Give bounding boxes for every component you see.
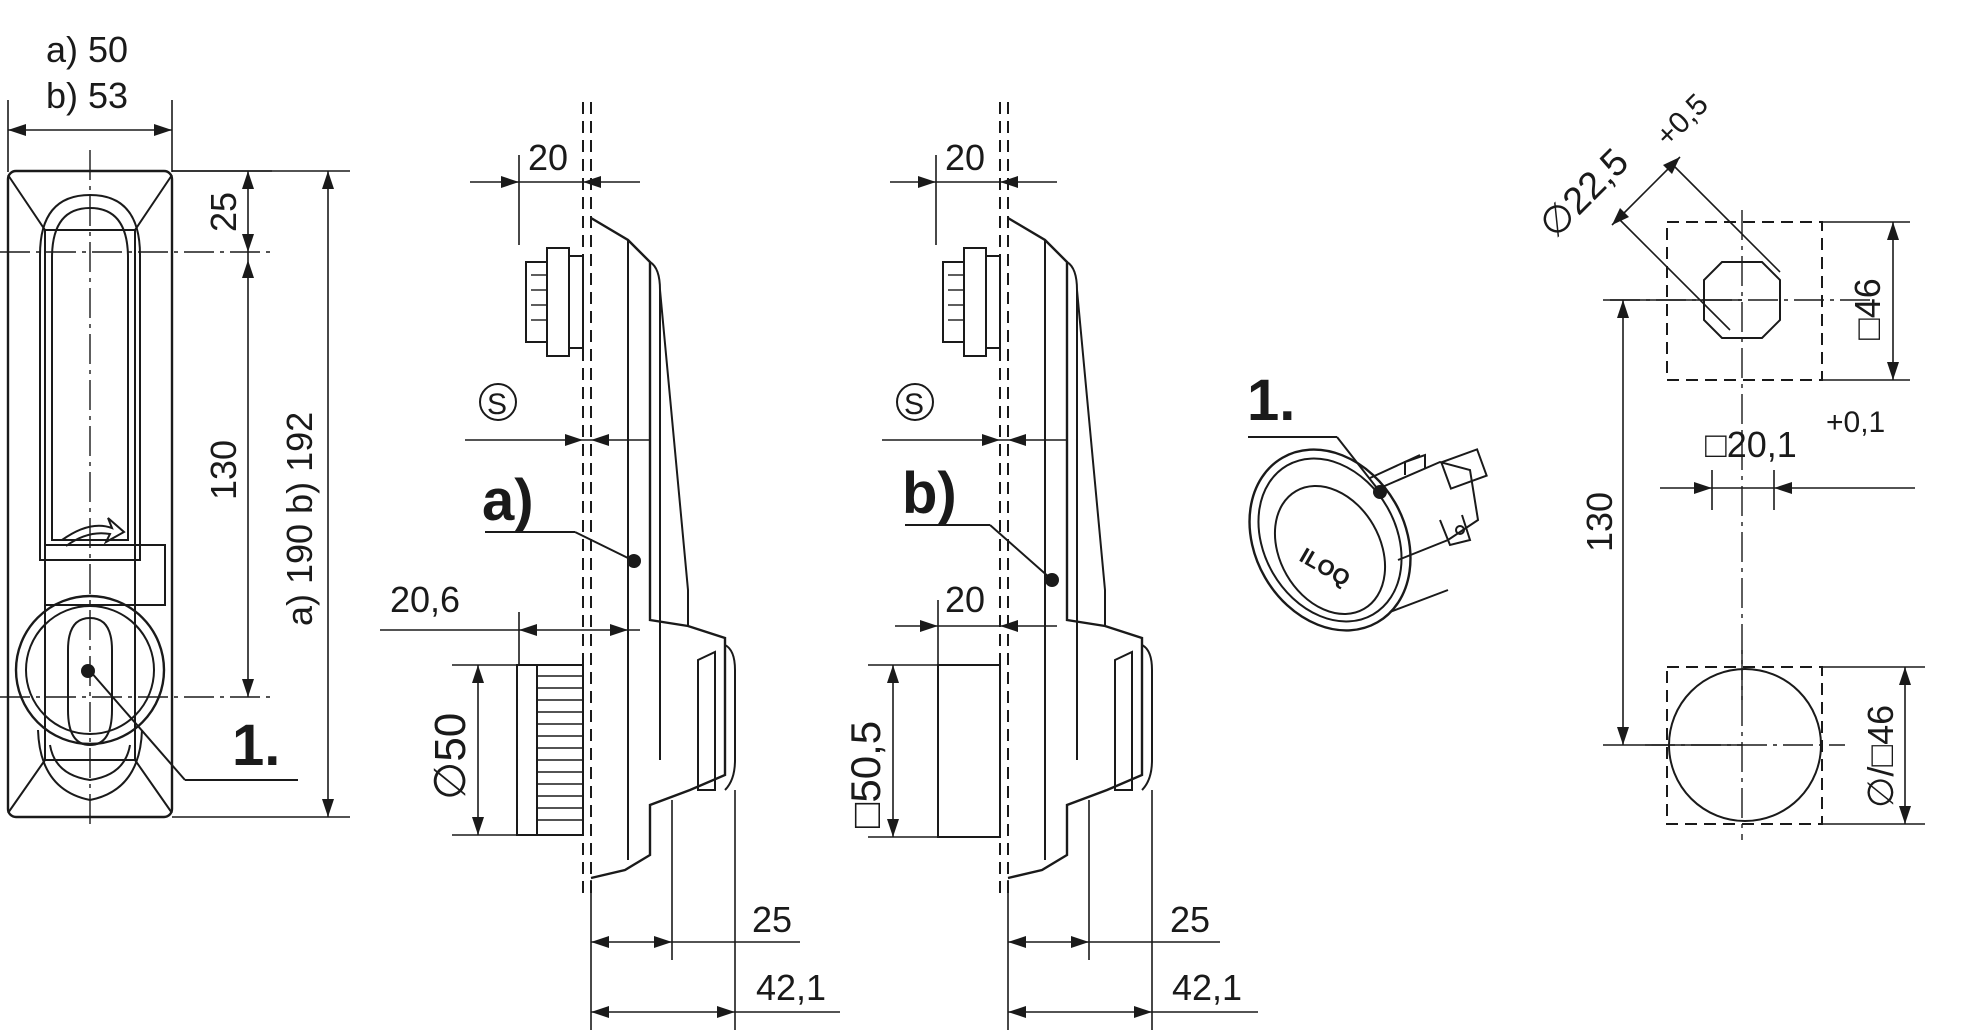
dim-sq-50-5-label: □50,5	[842, 721, 889, 828]
cylinder-isometric: ILOQ 1.	[1247, 368, 1488, 632]
side-view-a: 20 S a) 20,6 ∅50 25	[380, 102, 840, 1030]
cylinder-square-b	[937, 664, 1001, 838]
cutout-square-top	[1666, 221, 1823, 381]
dim-20-top-b: 20	[945, 137, 985, 178]
cylinder-face	[1248, 448, 1412, 632]
dim-25-a: 25	[752, 899, 792, 940]
width-label-a: a) 50	[46, 29, 128, 70]
s-symbol-b	[896, 383, 934, 421]
dim-dia-50-label: ∅50	[426, 713, 475, 800]
dim-20-6-label: 20,6	[390, 579, 460, 620]
handle-body-a	[590, 216, 727, 880]
dim-sq-46-top: □46	[1847, 278, 1888, 340]
svg-text:S: S	[487, 388, 507, 421]
front-view: a) 50 b) 53 25 130 a) 190 b) 192 1.	[0, 29, 350, 830]
variant-label-a: a)	[482, 468, 534, 533]
cutout-octagon	[1703, 261, 1781, 339]
key-slot	[67, 616, 113, 747]
turn-arrow-icon	[61, 517, 126, 547]
brand-logo: ILOQ	[1296, 543, 1355, 592]
dim-20-top-a: 20	[528, 137, 568, 178]
dim-130-cutout: 130	[1579, 492, 1620, 552]
dim-total-label: a) 190 b) 192	[279, 412, 320, 626]
handle-slot	[39, 193, 141, 561]
svg-text:S: S	[904, 388, 924, 421]
dim-sq-20-1: □20,1	[1705, 424, 1797, 465]
dim-sq-20-1-tol: +0,1	[1826, 406, 1885, 439]
dim-42-1-b: 42,1	[1172, 967, 1242, 1008]
dim-20-cyl-b: 20	[945, 579, 985, 620]
callout-1-cylinder: 1.	[1247, 368, 1295, 433]
s-symbol-a	[479, 383, 517, 421]
dim-25-label: 25	[203, 192, 244, 232]
cylinder-knurl-a	[516, 664, 584, 836]
handle-body-b	[1007, 216, 1144, 880]
panel-cutout: ∅22,5 +0,5 □46 □20,1 +0,1 130	[1532, 88, 1925, 840]
dim-dia-sq-46-bottom: ∅/□46	[1860, 705, 1901, 808]
variant-label-b: b)	[902, 461, 957, 526]
side-view-b: 20 S b) 20 □50,5 25	[842, 102, 1258, 1030]
dim-25-b: 25	[1170, 899, 1210, 940]
dim-dia-22-5-tol: +0,5	[1650, 88, 1715, 153]
dim-42-1-a: 42,1	[756, 967, 826, 1008]
width-label-b: b) 53	[46, 75, 128, 116]
callout-1-front: 1.	[232, 713, 280, 778]
dim-dia-22-5: ∅22,5	[1532, 141, 1637, 246]
dim-130-label: 130	[203, 440, 244, 500]
